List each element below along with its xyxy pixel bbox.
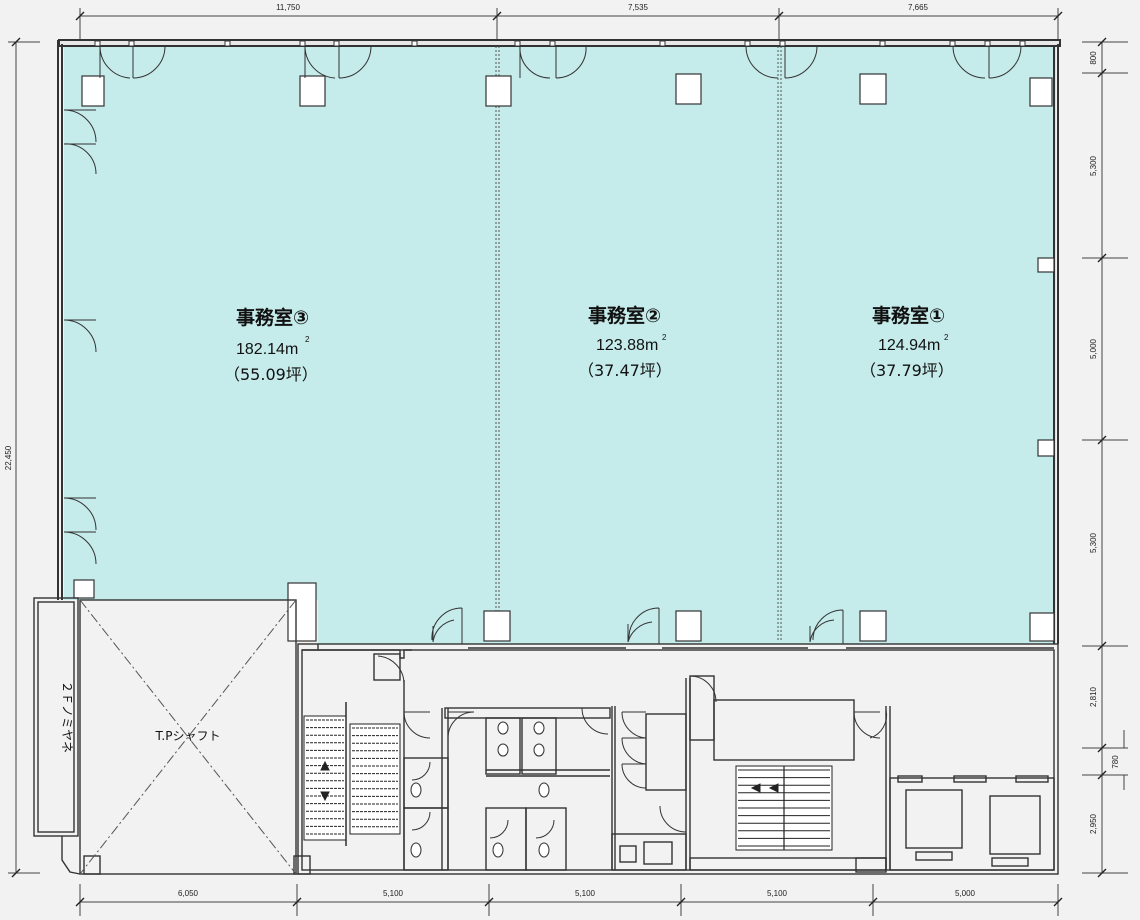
room-1-tsubo: （37.79坪） xyxy=(860,361,954,380)
room-3: 事務室③ 182.14m 2 （55.09坪） xyxy=(224,306,318,384)
dimension-right xyxy=(1082,37,1128,878)
core-walls xyxy=(83,643,1059,875)
room-2: 事務室② 123.88m 2 （37.47坪） xyxy=(578,304,672,380)
room-2-tsubo: （37.47坪） xyxy=(578,361,672,380)
room-1-name: 事務室① xyxy=(872,304,945,327)
doors xyxy=(63,45,1022,644)
room-2-area-unit: 2 xyxy=(662,333,667,342)
shaft xyxy=(79,599,297,875)
dim-bottom-1: 6,050 xyxy=(178,889,199,898)
partition-lines xyxy=(495,46,782,640)
dim-right-2: 5,300 xyxy=(1089,155,1098,176)
room-1-area-unit: 2 xyxy=(944,333,949,342)
office-area xyxy=(64,44,1056,644)
stair-1 xyxy=(303,702,401,846)
dim-top-1: 11,750 xyxy=(276,3,300,12)
dim-right-7: 2,950 xyxy=(1089,813,1098,834)
dim-right-3: 5,000 xyxy=(1089,338,1098,359)
dim-bottom-5: 5,000 xyxy=(955,889,976,898)
dimension-left xyxy=(8,37,40,878)
stair-2 xyxy=(735,765,833,851)
dim-left-total: 22,450 xyxy=(4,445,13,470)
room-3-name: 事務室③ xyxy=(236,306,309,329)
core-doors xyxy=(377,655,888,839)
dim-top-2: 7,535 xyxy=(628,3,649,12)
dim-right-4: 5,300 xyxy=(1089,532,1098,553)
room-2-area: 123.88m xyxy=(596,337,658,354)
dim-bottom-3: 5,100 xyxy=(575,889,596,898)
dimension-top xyxy=(75,8,1063,40)
shaft-label: T.Pシャフト xyxy=(155,729,221,743)
outer-walls xyxy=(57,39,1061,644)
dim-bottom-4: 5,100 xyxy=(767,889,788,898)
dim-right-1: 800 xyxy=(1089,51,1098,65)
room-3-tsubo: （55.09坪） xyxy=(224,365,318,384)
room-1-area: 124.94m xyxy=(878,337,940,354)
toilet-fixtures xyxy=(410,721,550,858)
room-1: 事務室① 124.94m 2 （37.79坪） xyxy=(860,304,954,380)
dim-top-3: 7,665 xyxy=(908,3,929,12)
roof-label: ２Ｆノミヤネ xyxy=(60,681,74,753)
window-ticks xyxy=(94,40,1026,47)
dim-right-5: 2,810 xyxy=(1089,686,1098,707)
dimension-bottom xyxy=(75,884,1063,916)
columns xyxy=(73,73,1055,642)
room-3-area: 182.14m xyxy=(236,341,298,358)
roof xyxy=(33,597,81,875)
dim-bottom-2: 5,100 xyxy=(383,889,404,898)
dim-right-6: 780 xyxy=(1111,755,1120,769)
room-3-area-unit: 2 xyxy=(305,335,310,344)
room-2-name: 事務室② xyxy=(588,304,661,327)
